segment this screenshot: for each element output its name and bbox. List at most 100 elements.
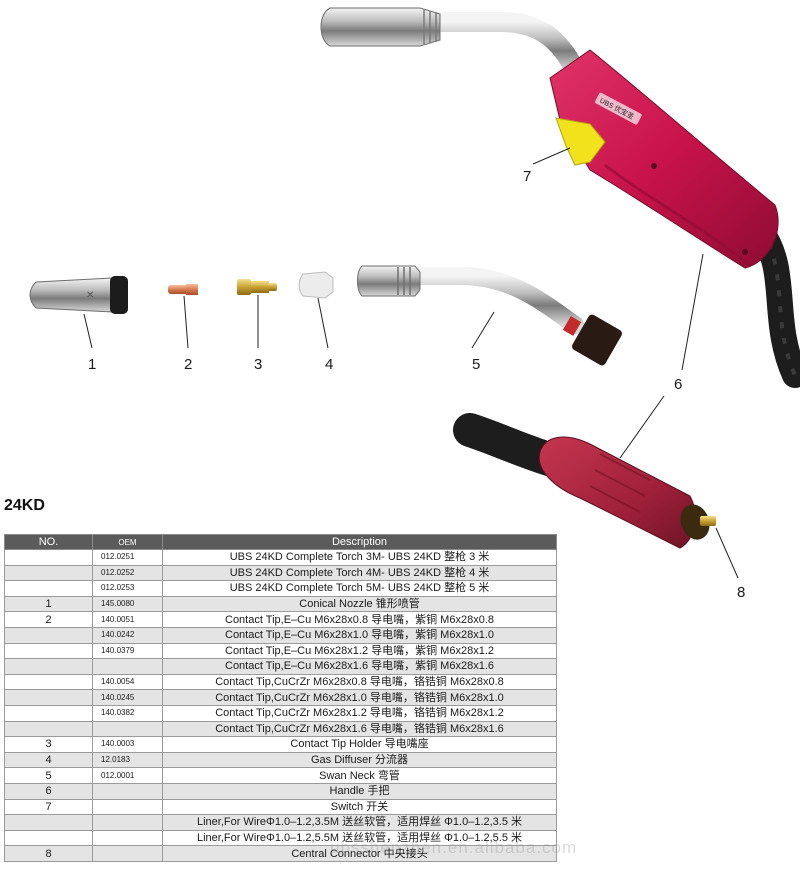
cell-oem: 140.0054 (92, 673, 163, 691)
callout-1: 1 (88, 356, 97, 373)
table-row: 7 Switch 开关 (4, 798, 557, 816)
cell-description: UBS 24KD Complete Torch 4M- UBS 24KD 整枪 … (162, 564, 557, 582)
cell-oem (92, 782, 163, 800)
cell-description: Switch 开关 (162, 798, 557, 816)
callout-leader-lines (83, 147, 739, 579)
cell-description: Liner,For WireΦ1.0–1.2,5.5M 送丝软管，适用焊丝 Φ1… (162, 829, 557, 847)
cell-oem: 140.0003 (92, 736, 163, 753)
callout-6: 6 (674, 376, 683, 393)
cell-oem: 012.0001 (92, 767, 163, 784)
cell-no (4, 580, 93, 597)
cell-description: Contact Tip,CuCrZr M6x28x1.0 导电嘴，铬锆铜 M6x… (162, 689, 557, 706)
cell-no: 4 (4, 751, 93, 769)
cell-oem (92, 845, 163, 862)
cell-description: Swan Neck 弯管 (162, 767, 557, 784)
cell-no (4, 658, 93, 675)
table-header-row: NO. OEM Description (4, 534, 557, 550)
cell-no (4, 673, 93, 691)
table-row: 6 Handle 手把 (4, 782, 557, 800)
cell-no (4, 564, 93, 582)
cell-no: 2 (4, 611, 93, 628)
cell-oem: 012.0253 (92, 580, 163, 597)
cell-oem (92, 658, 163, 675)
cell-description: Contact Tip,CuCrZr M6x28x1.2 导电嘴，铬锆铜 M6x… (162, 704, 557, 722)
svg-text:✕: ✕ (86, 290, 94, 301)
callout-8: 8 (737, 584, 746, 601)
cell-oem: 145.0080 (92, 595, 163, 613)
cell-no (4, 704, 93, 722)
cell-oem: 012.0251 (92, 549, 163, 566)
cell-oem: 140.0382 (92, 704, 163, 722)
header-oem: OEM (92, 534, 163, 550)
part-contact-tip-holder (237, 279, 277, 295)
cell-no (4, 626, 93, 644)
cell-description: UBS 24KD Complete Torch 5M- UBS 24KD 整枪 … (162, 580, 557, 597)
central-connector (453, 413, 716, 549)
callout-7: 7 (523, 168, 532, 185)
cell-description: Contact Tip,E–Cu M6x28x1.6 导电嘴，紫铜 M6x28x… (162, 658, 557, 675)
table-row: Liner,For WireΦ1.0–1.2,3.5M 送丝软管，适用焊丝 Φ1… (4, 814, 557, 831)
cell-no (4, 689, 93, 706)
cell-oem: 012.0252 (92, 564, 163, 582)
complete-torch: UBS 优宝圣 (320, 7, 800, 388)
cell-no: 6 (4, 782, 93, 800)
cell-description: Conical Nozzle 锥形喷管 (162, 595, 557, 613)
cell-no (4, 814, 93, 831)
part-contact-tip (168, 284, 198, 295)
cell-no (4, 829, 93, 847)
cell-no (4, 720, 93, 738)
model-title: 24KD (4, 497, 45, 514)
part-gas-diffuser (298, 271, 334, 299)
cell-no: 1 (4, 595, 93, 613)
callout-3: 3 (254, 356, 263, 373)
header-no: NO. (4, 534, 93, 550)
cell-description: Contact Tip,E–Cu M6x28x1.2 导电嘴，紫铜 M6x28x… (162, 642, 557, 660)
table-row: Contact Tip,E–Cu M6x28x1.6 导电嘴，紫铜 M6x28x… (4, 658, 557, 675)
cell-oem (92, 814, 163, 831)
cell-description: Liner,For WireΦ1.0–1.2,3.5M 送丝软管，适用焊丝 Φ1… (162, 814, 557, 831)
cell-oem (92, 798, 163, 816)
cell-oem: 140.0051 (92, 611, 163, 628)
cell-description: Contact Tip,CuCrZr M6x28x1.6 导电嘴，铬锆铜 M6x… (162, 720, 557, 738)
cell-description: Contact Tip,E–Cu M6x28x1.0 导电嘴，紫铜 M6x28x… (162, 626, 557, 644)
table-row: Contact Tip,CuCrZr M6x28x1.6 导电嘴，铬锆铜 M6x… (4, 720, 557, 738)
callout-4: 4 (325, 356, 334, 373)
cell-no: 3 (4, 736, 93, 753)
callout-2: 2 (184, 356, 193, 373)
part-conical-nozzle: ✕ (29, 276, 128, 314)
cell-oem (92, 829, 163, 847)
part-swan-neck (357, 265, 622, 366)
table-row: Liner,For WireΦ1.0–1.2,5.5M 送丝软管，适用焊丝 Φ1… (4, 829, 557, 847)
cell-oem (92, 720, 163, 738)
callout-5: 5 (472, 356, 481, 373)
cell-description: Handle 手把 (162, 782, 557, 800)
cell-no: 7 (4, 798, 93, 816)
cell-oem: 140.0379 (92, 642, 163, 660)
cell-description: Contact Tip,E–Cu M6x28x0.8 导电嘴，紫铜 M6x28x… (162, 611, 557, 628)
cell-oem: 140.0242 (92, 626, 163, 644)
cell-no (4, 549, 93, 566)
cell-oem: 140.0245 (92, 689, 163, 706)
cell-description: Contact Tip Holder 导电嘴座 (162, 736, 557, 753)
cell-description: Contact Tip,CuCrZr M6x28x0.8 导电嘴，铬锆铜 M6x… (162, 673, 557, 691)
cell-description: Gas Diffuser 分流器 (162, 751, 557, 769)
cell-no: 5 (4, 767, 93, 784)
cell-description: Central Connector 中央接头 (162, 845, 557, 862)
cell-oem: 12.0183 (92, 751, 163, 769)
cell-description: UBS 24KD Complete Torch 3M- UBS 24KD 整枪 … (162, 549, 557, 566)
